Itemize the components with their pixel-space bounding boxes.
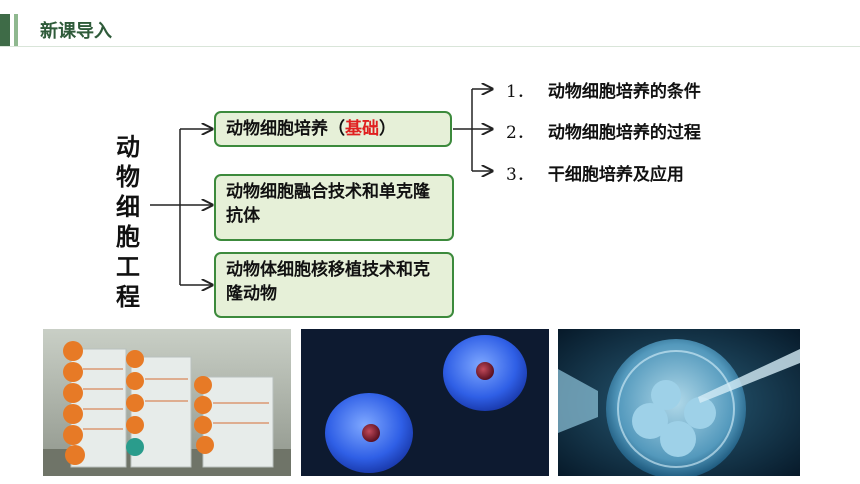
- main-topic-char: 工: [116, 253, 140, 281]
- culture-flasks-photo: [43, 329, 291, 476]
- list-item-text: 干细胞培养及应用: [547, 165, 684, 185]
- list-item-number: 2．: [506, 123, 534, 143]
- page-title: 新课导入: [40, 21, 112, 42]
- box-cell-fusion-label: 动物细胞融合技术和单克隆抗体: [226, 182, 430, 226]
- box-nuclear-transfer-label: 动物体细胞核移植技术和克隆动物: [226, 260, 430, 304]
- header-accent-bar-light: [14, 14, 18, 46]
- box-cell-fusion: 动物细胞融合技术和单克隆抗体: [214, 174, 454, 241]
- list-item-text: 动物细胞培养的条件: [547, 82, 701, 102]
- microinjection-photo: [558, 329, 800, 476]
- box-cell-culture: 动物细胞培养（基础）: [214, 111, 452, 147]
- list-item-text: 动物细胞培养的过程: [547, 123, 701, 143]
- main-topic-char: 细: [116, 193, 140, 221]
- main-topic-char: 胞: [116, 223, 140, 251]
- header-accent-bar: [0, 14, 10, 46]
- main-topic: 动 物 细 胞 工 程: [108, 132, 148, 312]
- list-item-number: 1．: [506, 82, 534, 102]
- box-cell-culture-label: 动物细胞培养（: [226, 119, 345, 139]
- box-cell-culture-accent: 基础: [345, 119, 379, 139]
- blue-cells-photo: [301, 329, 549, 476]
- main-topic-char: 程: [116, 283, 140, 311]
- list-item: 2． 动物细胞培养的过程: [506, 118, 701, 143]
- header-divider: [0, 46, 860, 47]
- main-topic-char: 动: [116, 133, 140, 161]
- box-nuclear-transfer: 动物体细胞核移植技术和克隆动物: [214, 252, 454, 318]
- connector-arrows: [150, 0, 860, 330]
- list-item-number: 3．: [506, 165, 534, 185]
- list-item: 3． 干细胞培养及应用: [506, 160, 684, 185]
- main-topic-char: 物: [116, 163, 140, 191]
- box-cell-culture-suffix: ）: [379, 119, 396, 139]
- list-item: 1． 动物细胞培养的条件: [506, 77, 701, 102]
